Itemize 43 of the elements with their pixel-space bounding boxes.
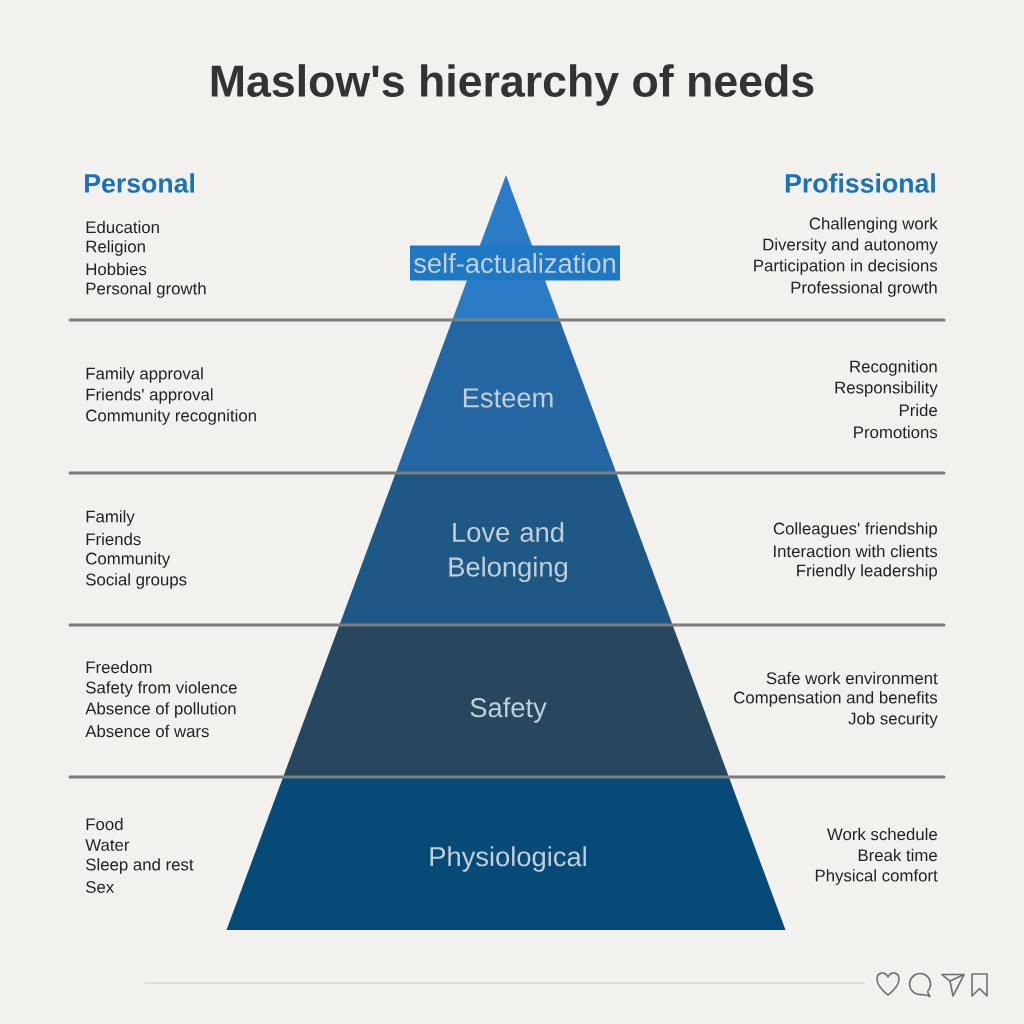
- list-item: Family: [86, 510, 135, 526]
- pyramid-level: Physiological: [226, 777, 786, 930]
- pyramid-level: self-actualization: [410, 175, 620, 320]
- list-item: Professional growth: [791, 281, 937, 297]
- pyramid-level: Esteem: [395, 320, 617, 473]
- list-item: Absence of wars: [85, 724, 209, 738]
- list-item: Diversity and autonomy: [763, 238, 938, 254]
- list-item: Personal growth: [86, 282, 206, 298]
- list-item: Colleagues' friendship: [773, 522, 937, 538]
- list-item: Promotions: [854, 425, 938, 439]
- list-item: Job security: [848, 712, 938, 728]
- list-item: Family approval: [86, 367, 203, 383]
- list-item: Hobbies: [86, 262, 147, 276]
- list-item: Absence of pollution: [85, 702, 236, 718]
- list-item: Education: [86, 220, 159, 234]
- list-item: Freedom: [86, 660, 152, 674]
- list-item: Pride: [899, 403, 937, 417]
- list-item: Religion: [86, 240, 145, 256]
- list-item: Friendly leadership: [797, 564, 937, 580]
- list-item: Water: [85, 839, 130, 851]
- pyramid-level: Love and Belonging: [339, 473, 673, 625]
- list-item: Friends' approval: [86, 388, 213, 404]
- list-item: Work schedule: [827, 827, 937, 841]
- list-item: Interaction with clients: [774, 544, 938, 558]
- list-item: Sleep and rest: [86, 858, 194, 874]
- list-item: Community recognition: [86, 409, 256, 425]
- list-item: Safe work environment: [766, 671, 938, 685]
- list-item: Community: [86, 552, 171, 568]
- list-item: Challenging work: [809, 217, 938, 233]
- list-item: Recognition: [850, 360, 937, 376]
- list-item: Friends: [86, 532, 141, 546]
- list-item: Food: [86, 817, 123, 831]
- title: Maslow's hierarchy of needs: [211, 64, 814, 106]
- list-item: Safety from violence: [86, 681, 237, 697]
- column-heading: Personal: [85, 173, 194, 193]
- list-item: Physical comfort: [815, 869, 938, 885]
- list-item: Responsibility: [835, 381, 938, 397]
- pyramid-level: Safety: [283, 625, 729, 777]
- column-heading: Profissional: [785, 173, 935, 193]
- list-item: Participation in decisions: [754, 259, 938, 275]
- list-item: Break time: [858, 848, 937, 862]
- list-item: Sex: [86, 881, 115, 893]
- list-item: Social groups: [86, 573, 187, 589]
